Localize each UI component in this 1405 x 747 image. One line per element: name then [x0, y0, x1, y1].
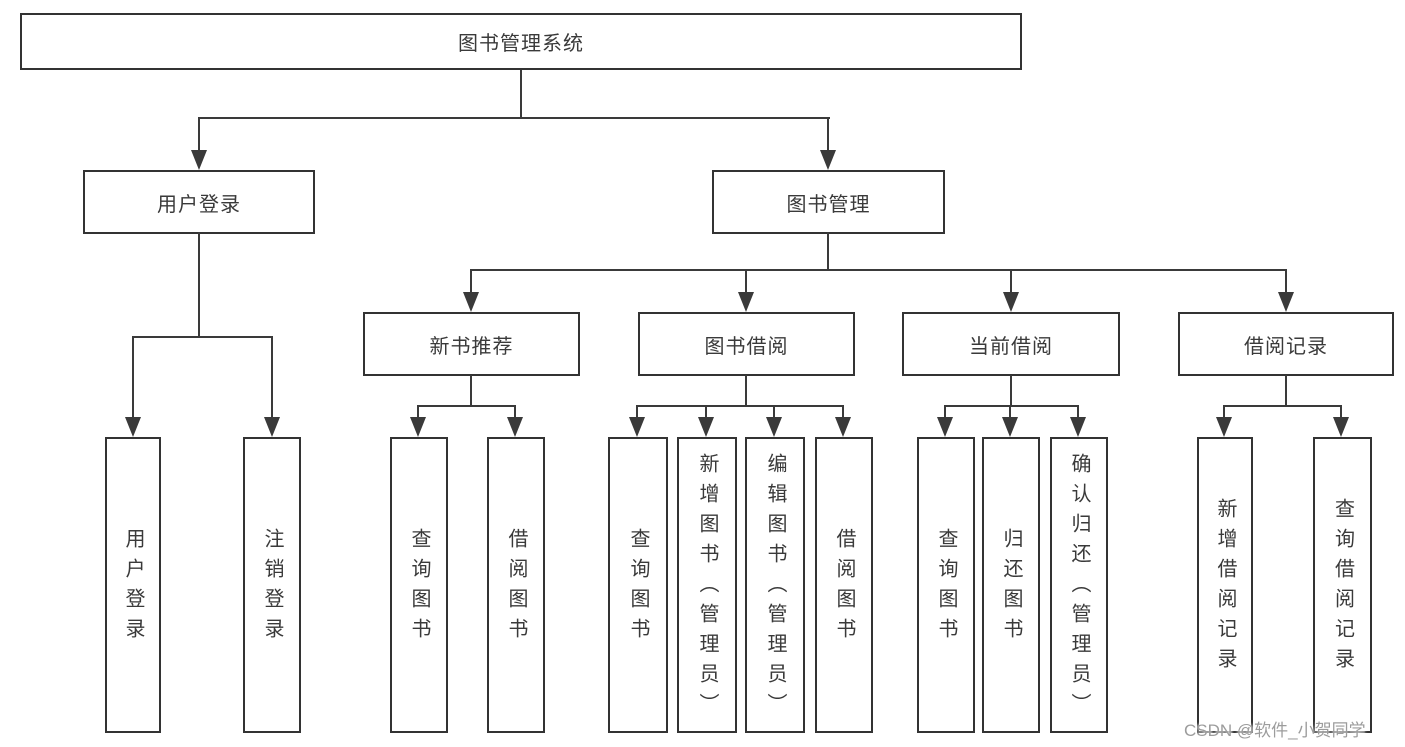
- connector-line: [636, 405, 638, 418]
- node-leaf-bb-borrow-books: 借阅图书: [815, 437, 873, 733]
- connector-line: [1285, 269, 1287, 293]
- arrow-down-icon: [1002, 417, 1018, 437]
- connector-line: [1340, 405, 1342, 418]
- connector-line: [1009, 405, 1011, 418]
- arrow-down-icon: [1333, 417, 1349, 437]
- arrow-down-icon: [766, 417, 782, 437]
- connector-line: [745, 375, 747, 406]
- arrow-down-icon: [1070, 417, 1086, 437]
- connector-line: [417, 405, 516, 407]
- arrow-down-icon: [410, 417, 426, 437]
- connector-line: [1010, 269, 1012, 293]
- connector-line: [1223, 405, 1342, 407]
- arrow-down-icon: [1278, 292, 1294, 312]
- node-leaf-logout: 注销登录: [243, 437, 301, 733]
- connector-line: [944, 405, 946, 418]
- node-new-book-recommend: 新书推荐: [363, 312, 580, 376]
- connector-line: [636, 405, 844, 407]
- connector-line: [745, 269, 747, 293]
- arrow-down-icon: [125, 417, 141, 437]
- connector-line: [520, 70, 522, 118]
- node-leaf-br-add-record: 新增借阅记录: [1197, 437, 1253, 733]
- connector-line: [271, 336, 273, 418]
- node-leaf-br-query-record: 查询借阅记录: [1313, 437, 1372, 733]
- arrow-down-icon: [738, 292, 754, 312]
- node-leaf-bb-query-books: 查询图书: [608, 437, 668, 733]
- arrow-down-icon: [698, 417, 714, 437]
- connector-line: [842, 405, 844, 418]
- node-user-login: 用户登录: [83, 170, 315, 234]
- node-book-management: 图书管理: [712, 170, 945, 234]
- node-leaf-user-login: 用户登录: [105, 437, 161, 733]
- arrow-down-icon: [820, 150, 836, 170]
- connector-line: [944, 405, 1079, 407]
- connector-line: [132, 336, 134, 418]
- arrow-down-icon: [264, 417, 280, 437]
- arrow-down-icon: [191, 150, 207, 170]
- connector-line: [1285, 375, 1287, 406]
- connector-line: [1223, 405, 1225, 418]
- connector-line: [198, 117, 200, 151]
- node-leaf-nb-query-books: 查询图书: [390, 437, 448, 733]
- arrow-down-icon: [1003, 292, 1019, 312]
- connector-line: [198, 117, 830, 119]
- arrow-down-icon: [937, 417, 953, 437]
- connector-line: [827, 232, 829, 270]
- node-leaf-cb-return-books: 归还图书: [982, 437, 1040, 733]
- node-borrow-records: 借阅记录: [1178, 312, 1394, 376]
- node-book-borrowing: 图书借阅: [638, 312, 855, 376]
- connector-line: [417, 405, 419, 418]
- connector-line: [773, 405, 775, 418]
- connector-line: [827, 117, 829, 151]
- arrow-down-icon: [629, 417, 645, 437]
- node-leaf-cb-confirm-return-admin: 确认归还（管理员）: [1050, 437, 1108, 733]
- connector-line: [132, 336, 273, 338]
- connector-line: [514, 405, 516, 418]
- node-leaf-nb-borrow-books: 借阅图书: [487, 437, 545, 733]
- arrow-down-icon: [835, 417, 851, 437]
- node-leaf-bb-edit-books-admin: 编辑图书（管理员）: [745, 437, 805, 733]
- connector-line: [470, 375, 472, 406]
- node-current-borrowing: 当前借阅: [902, 312, 1120, 376]
- node-leaf-cb-query-books: 查询图书: [917, 437, 975, 733]
- arrow-down-icon: [507, 417, 523, 437]
- connector-line: [1010, 375, 1012, 406]
- csdn-watermark: CSDN @软件_小贺同学: [1184, 721, 1366, 740]
- connector-line: [470, 269, 1287, 271]
- arrow-down-icon: [1216, 417, 1232, 437]
- connector-line: [705, 405, 707, 418]
- connector-line: [470, 269, 472, 293]
- node-library-management-system: 图书管理系统: [20, 13, 1022, 70]
- node-leaf-bb-add-books-admin: 新增图书（管理员）: [677, 437, 737, 733]
- connector-line: [198, 232, 200, 337]
- connector-line: [1077, 405, 1079, 418]
- arrow-down-icon: [463, 292, 479, 312]
